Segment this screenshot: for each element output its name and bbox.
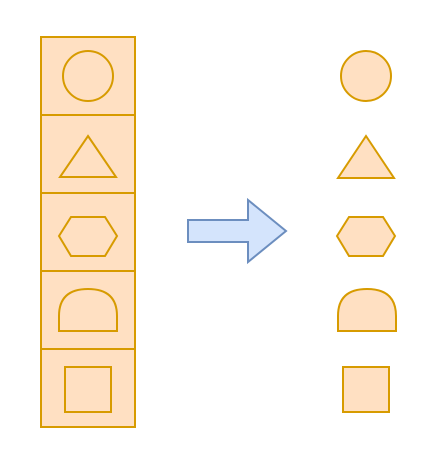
hexagon-shape[interactable] — [335, 216, 397, 257]
stacked-shape-column — [40, 36, 136, 428]
square-shape-in-cell[interactable] — [64, 366, 112, 413]
circle-shape[interactable] — [340, 50, 392, 102]
loose-shape-column — [335, 50, 397, 413]
triangle-shape-in-cell[interactable] — [58, 134, 118, 178]
dome-shape-in-cell[interactable] — [58, 287, 118, 332]
triangle-shape[interactable] — [336, 134, 396, 179]
square-shape[interactable] — [342, 366, 390, 413]
dome-shape[interactable] — [337, 287, 397, 332]
hexagon-shape-in-cell[interactable] — [57, 216, 119, 257]
right-arrow-icon[interactable] — [187, 197, 288, 265]
circle-shape-in-cell[interactable] — [62, 50, 114, 102]
